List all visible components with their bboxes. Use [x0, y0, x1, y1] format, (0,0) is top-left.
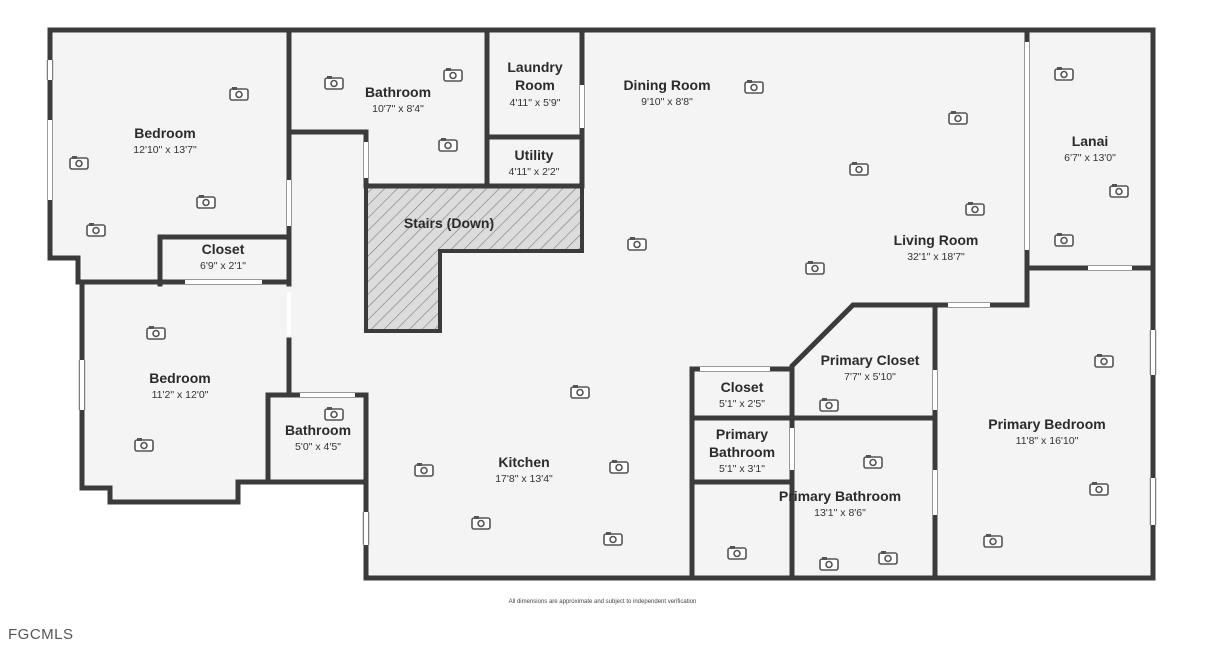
- camera-icon[interactable]: [819, 557, 839, 571]
- room-name-bathroom-2: Bathroom: [285, 422, 351, 438]
- camera-icon[interactable]: [1089, 482, 1109, 496]
- camera-icon[interactable]: [69, 156, 89, 170]
- room-dims-utility: 4'11" x 2'2": [509, 166, 560, 178]
- room-dims-closet-2: 5'1" x 2'5": [719, 398, 765, 410]
- room-dims-primary-bedroom: 11'8" x 16'10": [1016, 435, 1079, 447]
- floor-area: [50, 30, 1153, 578]
- camera-icon[interactable]: [570, 385, 590, 399]
- camera-icon[interactable]: [878, 551, 898, 565]
- room-name-kitchen: Kitchen: [498, 454, 549, 470]
- camera-icon[interactable]: [443, 68, 463, 82]
- disclaimer-text: All dimensions are approximate and subje…: [508, 599, 697, 605]
- camera-icon[interactable]: [324, 407, 344, 421]
- camera-icon[interactable]: [627, 237, 647, 251]
- room-name-living: Living Room: [894, 232, 979, 248]
- room-name-dining: Dining Room: [623, 77, 710, 93]
- room-name-primary-closet: Primary Closet: [821, 352, 920, 368]
- camera-icon[interactable]: [324, 76, 344, 90]
- camera-icon[interactable]: [146, 326, 166, 340]
- room-dims-dining: 9'10" x 8'8": [641, 96, 693, 108]
- camera-icon[interactable]: [863, 455, 883, 469]
- room-dims-primary-bathroom: 13'1" x 8'6": [814, 507, 866, 519]
- room-dims-bathroom-1: 10'7" x 8'4": [372, 103, 424, 115]
- camera-icon[interactable]: [86, 223, 106, 237]
- room-name-utility: Utility: [515, 147, 554, 163]
- room-dims-primary-closet: 7'7" x 5'10": [844, 371, 896, 383]
- room-name-primary-bedroom: Primary Bedroom: [988, 416, 1105, 432]
- camera-icon[interactable]: [1094, 354, 1114, 368]
- room-dims-closet-1: 6'9" x 2'1": [200, 260, 246, 272]
- room-name-closet-2: Closet: [721, 379, 764, 395]
- camera-icon[interactable]: [134, 438, 154, 452]
- room-name-bedroom-1: Bedroom: [134, 125, 195, 141]
- room-dims-primary-bath-small: 5'1" x 3'1": [719, 463, 765, 475]
- room-dims-lanai: 6'7" x 13'0": [1064, 152, 1116, 164]
- room-labels: Bedroom 12'10" x 13'7" Bathroom 10'7" x …: [133, 59, 1116, 519]
- room-dims-bedroom-2: 11'2" x 12'0": [152, 389, 209, 401]
- room-name-stairs: Stairs (Down): [404, 215, 494, 231]
- camera-icon[interactable]: [229, 87, 249, 101]
- room-name-bathroom-1: Bathroom: [365, 84, 431, 100]
- camera-icon[interactable]: [196, 195, 216, 209]
- camera-icon[interactable]: [438, 138, 458, 152]
- camera-icon[interactable]: [948, 111, 968, 125]
- room-name-bedroom-2: Bedroom: [149, 370, 210, 386]
- room-name-closet-1: Closet: [202, 241, 245, 257]
- brand-watermark: FGCMLS: [8, 626, 74, 643]
- room-name-lanai: Lanai: [1072, 133, 1109, 149]
- window-openings: [48, 42, 1155, 545]
- room-dims-kitchen: 17'8" x 13'4": [495, 473, 553, 485]
- camera-icon[interactable]: [983, 534, 1003, 548]
- camera-icon[interactable]: [1054, 67, 1074, 81]
- room-dims-living: 32'1" x 18'7": [907, 251, 965, 263]
- room-dims-bathroom-2: 5'0" x 4'5": [295, 441, 341, 453]
- camera-icons: [69, 67, 1129, 571]
- camera-icon[interactable]: [805, 261, 825, 275]
- camera-icon[interactable]: [849, 162, 869, 176]
- room-name-primary-bathroom: Primary Bathroom: [779, 488, 901, 504]
- window-frames: [46, 60, 1157, 545]
- camera-icon[interactable]: [744, 80, 764, 94]
- camera-icon[interactable]: [1109, 184, 1129, 198]
- camera-icon[interactable]: [414, 463, 434, 477]
- camera-icon[interactable]: [727, 546, 747, 560]
- camera-icon[interactable]: [1054, 233, 1074, 247]
- camera-icon[interactable]: [603, 532, 623, 546]
- camera-icon[interactable]: [965, 202, 985, 216]
- camera-icon[interactable]: [471, 516, 491, 530]
- room-dims-bedroom-1: 12'10" x 13'7": [133, 144, 197, 156]
- camera-icon[interactable]: [819, 398, 839, 412]
- camera-icon[interactable]: [609, 460, 629, 474]
- room-dims-laundry: 4'11" x 5'9": [510, 97, 561, 109]
